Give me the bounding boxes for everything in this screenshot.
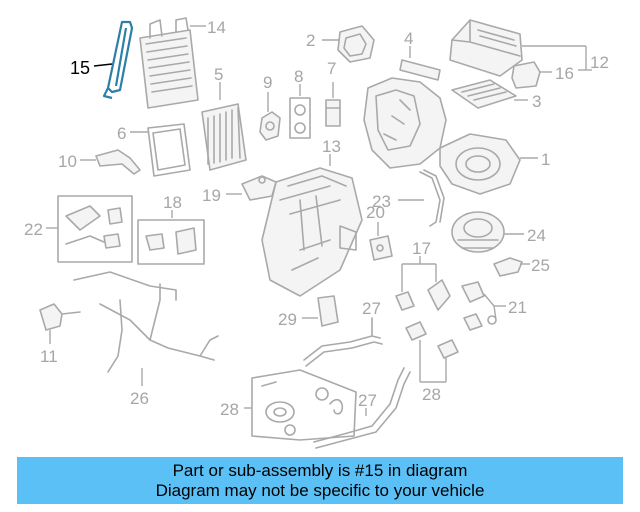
part-25[interactable] [493,257,523,277]
part-26[interactable] [73,271,219,373]
callout-15[interactable]: 15 [70,58,90,78]
callout-3: 3 [532,92,541,111]
part-21[interactable] [461,281,497,331]
part-13[interactable] [261,167,363,297]
callout-25: 25 [531,256,550,275]
part-2[interactable] [337,25,375,63]
callout-4: 4 [404,29,413,48]
callout-30: 29 [278,310,297,329]
part-22[interactable] [57,195,133,263]
part-8[interactable] [289,97,311,139]
callout-29: 28 [220,400,239,419]
part-5[interactable] [201,103,247,171]
part-7[interactable] [325,99,341,127]
part-3[interactable] [451,79,517,109]
part-29[interactable] [251,369,357,441]
hvac-housing-upper[interactable] [363,77,447,169]
callout-21: 21 [508,298,527,317]
part-20[interactable] [369,235,393,261]
callout-28: 28 [422,385,441,404]
callout-2: 2 [306,31,315,50]
part-27-lower[interactable] [313,367,411,449]
callout-19: 19 [202,186,221,205]
parts-diagram: 15 14 5 6 10 9 8 7 [24,17,609,449]
callout-12: 12 [590,53,609,72]
callout-23: 23 [372,192,391,211]
callout-20: 20 [366,203,385,222]
callout-11: 11 [40,347,58,366]
part-11[interactable] [39,303,81,331]
part-10[interactable] [95,149,141,175]
callout-18: 18 [163,193,182,212]
callout-13: 13 [322,137,341,156]
part-23[interactable] [419,169,445,227]
banner-line-2: Diagram may not be specific to your vehi… [155,480,485,500]
part-15-highlighted[interactable] [102,20,134,100]
part-12[interactable] [449,19,523,77]
callout-16: 16 [555,64,574,83]
callout-17: 17 [412,239,431,258]
part-1[interactable] [439,133,521,195]
callout-14: 14 [207,18,226,37]
callout-7: 7 [327,59,336,78]
part-9[interactable] [259,111,281,141]
callout-6: 6 [117,124,126,143]
part-27-upper[interactable] [303,317,383,367]
part-24[interactable] [451,211,505,253]
info-banner: Part or sub-assembly is #15 in diagram D… [17,457,623,504]
banner-line-1: Part or sub-assembly is #15 in diagram [172,460,468,480]
callout-27-upper: 27 [362,299,381,318]
part-4[interactable] [399,59,441,81]
part-17[interactable] [395,279,451,311]
callout-1: 1 [541,150,550,169]
callout-5: 5 [214,65,223,84]
part-6[interactable] [147,123,191,177]
part-18[interactable] [137,219,205,265]
callout-10: 10 [58,152,77,171]
callout-27-lower: 27 [358,391,377,410]
part-28[interactable] [405,321,459,359]
callout-8: 8 [294,67,303,86]
callout-24: 24 [527,226,546,245]
part-19[interactable] [241,175,277,201]
part-16[interactable] [511,61,541,89]
callout-26: 26 [130,389,149,408]
part-14[interactable] [139,17,199,109]
callout-9: 9 [263,73,272,92]
part-30[interactable] [317,295,339,327]
callout-22: 22 [24,220,43,239]
